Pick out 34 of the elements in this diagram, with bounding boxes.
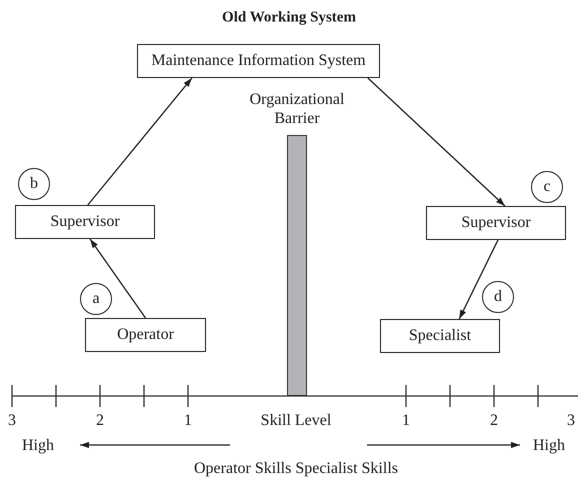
tick-label: 1 xyxy=(184,412,192,430)
step-circle xyxy=(531,171,563,203)
box-label: Supervisor xyxy=(50,213,120,231)
axis-caption: Operator Skills Specialist Skills xyxy=(194,460,398,478)
tick-label: 3 xyxy=(567,412,575,430)
box-label: Operator xyxy=(117,326,174,344)
scale-end-label: High xyxy=(533,437,565,455)
process-box xyxy=(85,318,206,352)
process-box xyxy=(15,205,155,239)
tick-label: 1 xyxy=(402,412,410,430)
axis-title: Skill Level xyxy=(260,412,332,430)
step-letter: a xyxy=(92,290,100,308)
box-label: Supervisor xyxy=(461,214,531,232)
scale-end-label: High xyxy=(22,437,54,455)
process-box xyxy=(380,319,500,353)
process-box xyxy=(426,206,566,240)
arrow xyxy=(458,240,499,320)
step-circle xyxy=(482,281,514,313)
step-letter: c xyxy=(543,178,551,196)
step-circle xyxy=(18,168,50,200)
step-letter: b xyxy=(30,175,38,193)
tick-label: 2 xyxy=(96,412,104,430)
arrow xyxy=(367,78,506,206)
arrow xyxy=(87,78,192,206)
diagram-title: Old Working System xyxy=(222,10,356,26)
step-circle xyxy=(80,283,112,315)
arrow xyxy=(90,238,146,318)
step-letter: d xyxy=(494,288,502,306)
box-label: Specialist xyxy=(408,327,472,345)
process-box xyxy=(137,44,380,78)
tick-label: 2 xyxy=(490,412,498,430)
box-label: Maintenance Information System xyxy=(151,52,366,70)
barrier-label: Organizational Barrier xyxy=(248,90,346,128)
tick-label: 3 xyxy=(8,412,16,430)
